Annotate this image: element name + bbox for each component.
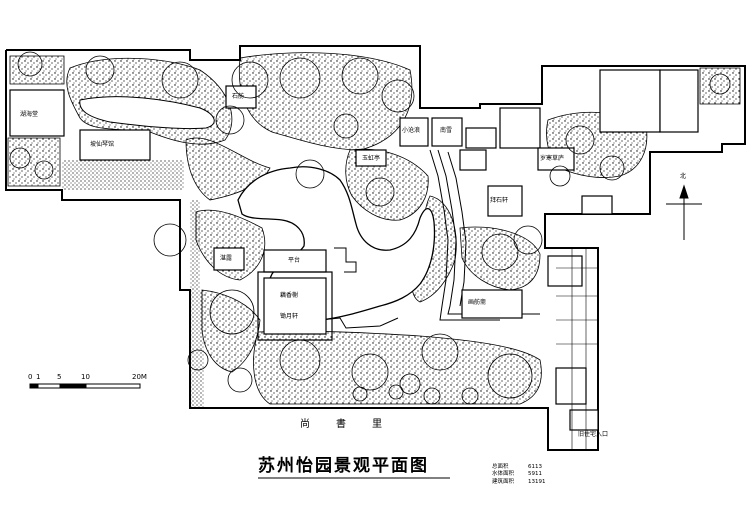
label-qiuting: 岁寒草庐 <box>540 155 565 162</box>
compass-label: 北 <box>680 173 687 180</box>
right-building-grid <box>556 248 598 450</box>
label-ouxiangxie: 锄月轩 <box>280 313 299 320</box>
scale-label-1: 1 <box>36 373 41 381</box>
label-shiting: 石舫 <box>232 93 245 100</box>
scale-label-10: 10 <box>81 373 90 381</box>
label-hudan: 湖海堂 <box>20 111 39 118</box>
boundary-walls <box>5 45 746 451</box>
scale-label-5: 5 <box>57 373 62 381</box>
label-guanmiao: 画舫斋 <box>468 299 487 306</box>
compass <box>666 184 702 240</box>
label-pofeng: 坡仙琴馆 <box>90 141 115 148</box>
stat-row: 总面积 6113 <box>492 464 582 471</box>
label-xiaoting: 湛露 <box>220 255 233 262</box>
label-ouxiang: 藕香榭 <box>280 292 299 299</box>
stats-block: 总面积 6113 水体面积 5911 建筑面积 13191 <box>492 464 582 486</box>
upper-stream <box>79 96 215 130</box>
zigzag-bridges <box>319 247 399 329</box>
scale-bar <box>29 383 141 389</box>
stat-label: 建筑面积 <box>492 478 515 485</box>
stat-label: 总面积 <box>492 464 509 470</box>
stat-value: 5911 <box>528 471 542 478</box>
stat-label: 水体面积 <box>492 471 515 478</box>
stat-row: 建筑面积 13191 <box>492 479 582 486</box>
label-luotuo: 小沧浪 <box>402 127 421 134</box>
rock-stippling <box>62 160 204 408</box>
tree-canopies <box>9 51 731 405</box>
label-pingtai: 平台 <box>288 257 301 264</box>
scale-label-20m: 20M <box>132 373 147 381</box>
label-guangtang: 玉虹亭 <box>362 155 381 162</box>
entrance-label: 旧住宅入口 <box>578 431 609 438</box>
label-maheng: 拜石轩 <box>490 197 509 204</box>
stat-row: 水体面积 5911 <box>492 471 582 478</box>
scale-label-0: 0 <box>28 373 33 381</box>
stat-value: 6113 <box>528 464 542 470</box>
label-nanxuan: 南雪 <box>440 127 453 134</box>
street-label: 尚 書 里 <box>300 419 384 430</box>
stat-value: 13191 <box>528 478 546 485</box>
buildings <box>9 69 699 431</box>
page-title: 苏州怡园景观平面图 <box>258 456 429 476</box>
